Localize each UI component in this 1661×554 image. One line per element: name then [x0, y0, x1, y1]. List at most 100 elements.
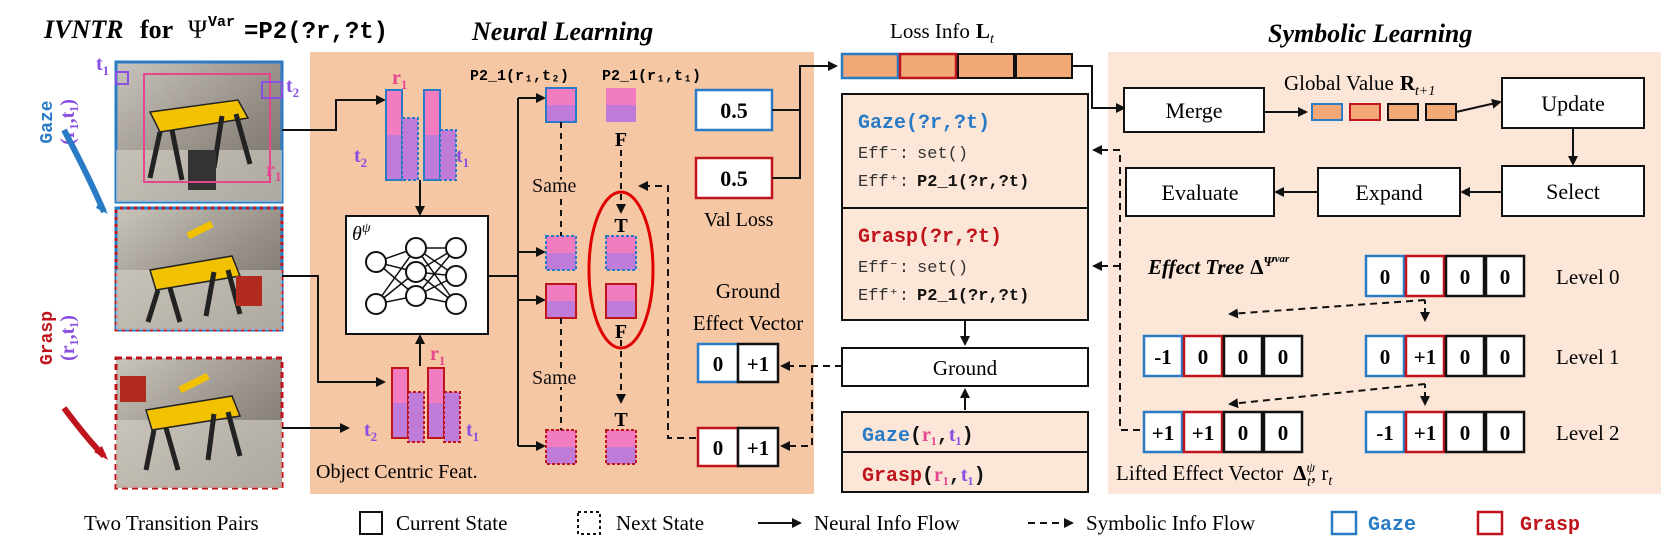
loss-value-gaze: 0.5	[694, 88, 774, 132]
op-gaze-effplus: Eff⁺:P2_1(?r,?t)	[858, 173, 1029, 192]
ground-label: Ground	[933, 356, 998, 380]
same-label-2: Same	[532, 367, 577, 389]
svg-text:-1: -1	[1376, 421, 1394, 445]
t-label-1: T	[614, 215, 628, 237]
svg-text:+1: +1	[1192, 421, 1214, 445]
svg-text:0: 0	[1500, 265, 1511, 289]
val-loss-label: Val Loss	[704, 209, 774, 231]
object-centric-label: Object Centric Feat.	[316, 461, 478, 483]
legend-grasp: Grasp	[1520, 514, 1580, 537]
svg-text:0: 0	[713, 352, 724, 376]
t1-bbox	[115, 71, 129, 85]
tree-level1-left-vector: -1 0 0 0	[1142, 334, 1304, 378]
level2-label: Level 2	[1556, 421, 1620, 445]
select-label: Select	[1546, 179, 1600, 204]
p2-1-r1t1-label: P2_1(r₁,t₁)	[602, 68, 701, 85]
svg-text:+1: +1	[747, 436, 769, 460]
theta-label: θψ	[352, 221, 371, 245]
tree-level2-left-vector: +1 +1 0 0	[1142, 410, 1304, 454]
side-args-grasp: (r₁,t₁)	[57, 315, 79, 361]
svg-text:0: 0	[1278, 421, 1289, 445]
op-gaze-effminus: Eff⁻:set()	[858, 145, 968, 164]
t2-bbox	[261, 81, 283, 99]
global-value-bar	[1311, 103, 1457, 121]
update-box	[1501, 77, 1645, 129]
svg-text:0: 0	[1460, 421, 1471, 445]
level1-label: Level 1	[1556, 345, 1620, 369]
ground-effect-label-2: Effect Vector	[693, 311, 804, 335]
side-label-gaze: Gaze	[38, 100, 58, 143]
same-label-1: Same	[532, 175, 577, 197]
svg-text:+1: +1	[1414, 421, 1436, 445]
psi-sup: Var	[208, 14, 235, 31]
legend-two-transition-pairs: Two Transition Pairs	[84, 511, 259, 535]
svg-text:(r₁,t₁): (r₁,t₁)	[57, 315, 79, 361]
loss-info-bar	[840, 52, 1073, 80]
svg-text:Grasp: Grasp	[38, 311, 58, 365]
robot-body	[148, 99, 250, 133]
legend-gaze-swatch	[1330, 510, 1358, 536]
ground-action-grasp: Grasp(r₁,t₁)	[862, 464, 986, 488]
svg-text:0.5: 0.5	[720, 166, 748, 191]
legend-current-state: Current State	[396, 511, 507, 535]
feat-top-t2: t2	[354, 145, 367, 170]
legend-gaze: Gaze	[1368, 514, 1416, 537]
image-grasp-end	[114, 356, 284, 490]
label-r1-img: r1	[266, 159, 281, 184]
equals-predicate: =P2(?r,?t)	[244, 19, 388, 46]
svg-text:0: 0	[713, 436, 724, 460]
svg-text:0: 0	[1278, 345, 1289, 369]
svg-text:0: 0	[1460, 265, 1471, 289]
legend: Two Transition Pairs Current State Next …	[84, 510, 1580, 537]
ground-action-gaze: Gaze(r₁,t₁)	[862, 424, 974, 448]
grasp-transition-arrow	[61, 406, 107, 459]
image-gaze-start	[114, 60, 284, 204]
ground-effect-label-1: Ground	[716, 279, 781, 303]
legend-symbolic-info-flow: Symbolic Info Flow	[1086, 511, 1256, 535]
svg-text:0: 0	[1500, 345, 1511, 369]
svg-text:0: 0	[1460, 345, 1471, 369]
r1-bbox	[143, 73, 271, 183]
op-grasp-effplus: Eff⁺:P2_1(?r,?t)	[858, 287, 1029, 306]
neural-network-box	[345, 215, 489, 335]
label-t2-img: t2	[286, 75, 299, 100]
select-box	[1501, 165, 1645, 217]
svg-text:0.5: 0.5	[720, 98, 748, 123]
legend-current-state-swatch	[359, 511, 383, 535]
svg-text:0: 0	[1420, 265, 1431, 289]
svg-text:+1: +1	[1414, 345, 1436, 369]
method-name: IVNTR	[43, 15, 123, 44]
legend-grasp-swatch	[1476, 510, 1504, 536]
ground-vector-gaze: 0 +1	[696, 342, 780, 384]
t-label-2: T	[614, 409, 628, 431]
svg-text:0: 0	[1238, 421, 1249, 445]
feat-bottom-t1: t1	[466, 419, 479, 444]
update-label: Update	[1541, 91, 1605, 116]
op-grasp-effminus: Eff⁻:set()	[858, 259, 968, 278]
expand-label: Expand	[1355, 180, 1422, 205]
level0-label: Level 0	[1556, 265, 1620, 289]
feat-bottom-r1: r1	[430, 343, 445, 368]
loss-value-grasp: 0.5	[694, 156, 774, 200]
image-gaze-end	[114, 206, 284, 332]
svg-text:0: 0	[1380, 345, 1391, 369]
for-word: for	[140, 15, 173, 44]
feature-bars-top	[385, 89, 457, 181]
neural-learning-title: Neural Learning	[471, 17, 653, 46]
feature-bars-bottom	[391, 367, 461, 443]
f-label-1: F	[615, 129, 627, 151]
gaze-transition-arrow	[61, 128, 107, 214]
merge-label: Merge	[1165, 98, 1222, 123]
svg-text:0: 0	[1238, 345, 1249, 369]
legend-next-state: Next State	[616, 511, 704, 535]
feat-bottom-t2: t2	[364, 419, 377, 444]
p2-1-r1t2-label: P2_1(r₁,t₂)	[470, 68, 569, 85]
f-label-2: F	[615, 321, 627, 343]
tree-level1-right-vector: 0 +1 0 0	[1364, 334, 1526, 378]
feat-top-t1: t1	[456, 145, 469, 170]
